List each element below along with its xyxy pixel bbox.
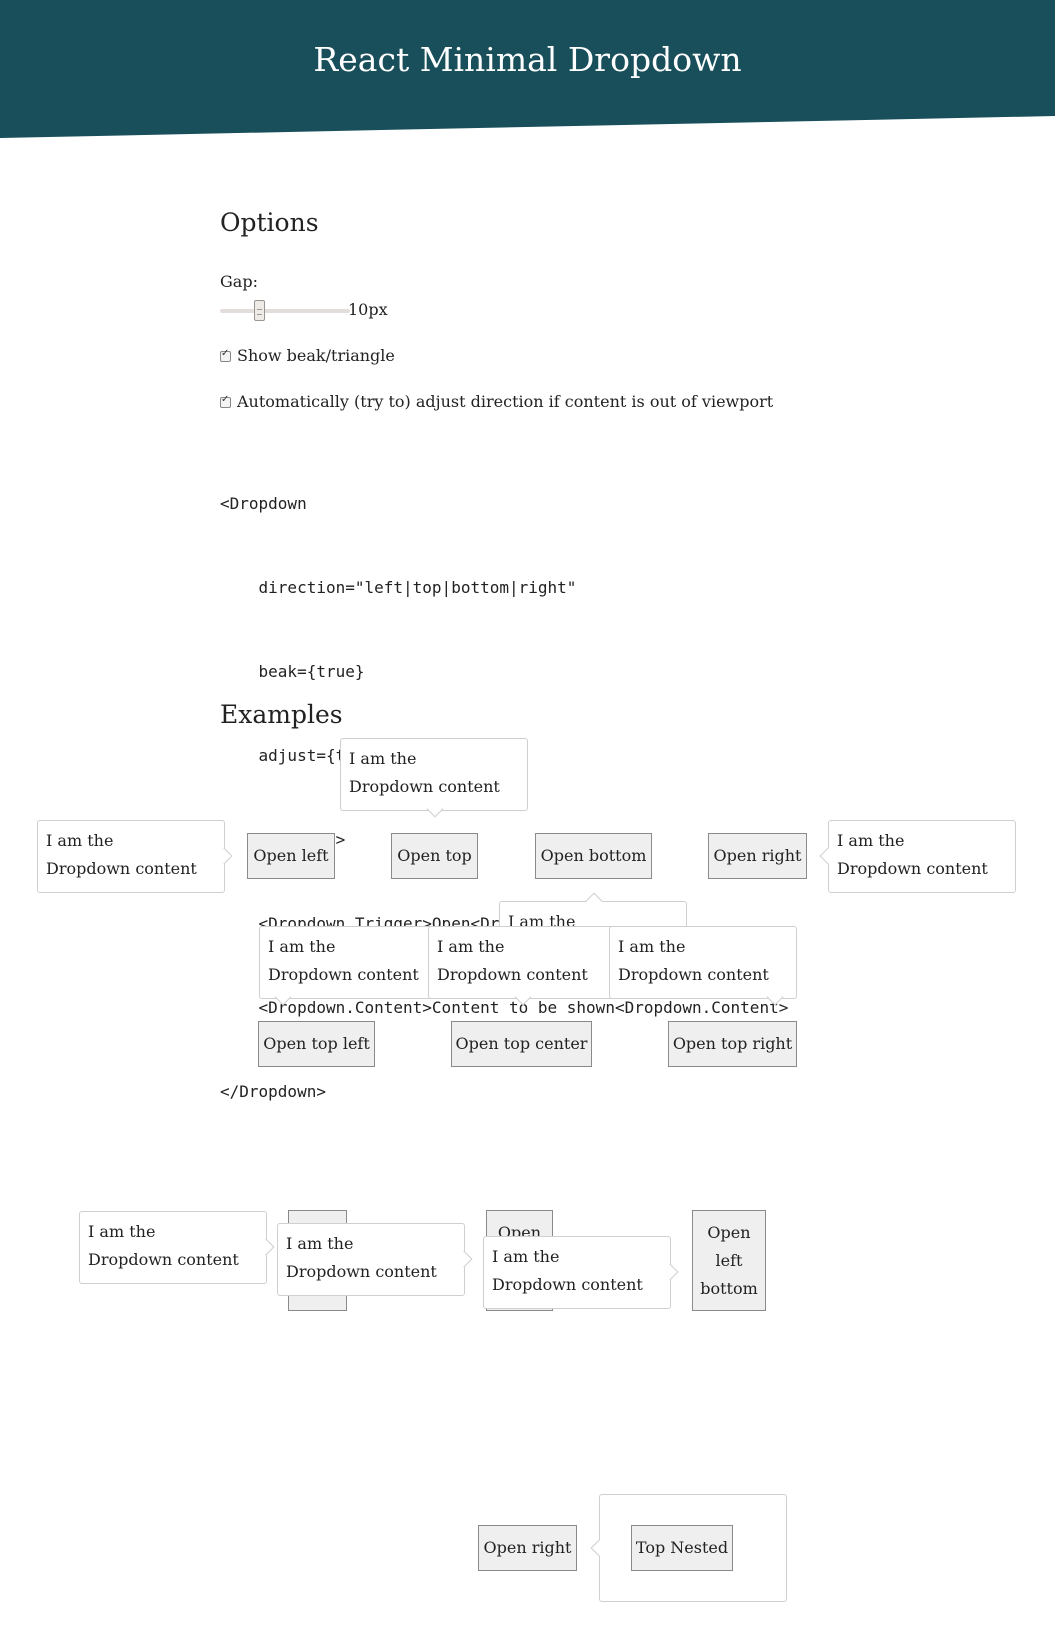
beak-checkbox[interactable] (220, 348, 231, 362)
button-label-line: left (715, 1250, 743, 1270)
open-right-button[interactable]: Open right (708, 833, 807, 879)
code-line: beak={true} (220, 662, 365, 681)
dropdown-content-top-right: I am the Dropdown content (609, 926, 797, 1006)
beak-icon (661, 1263, 679, 1281)
top-nested-button[interactable]: Top Nested (631, 1525, 733, 1571)
gap-label: Gap: (220, 272, 258, 291)
open-top-center-button[interactable]: Open top center (451, 1021, 592, 1067)
code-line: direction="left|top|bottom|right" (220, 578, 577, 597)
dropdown-content-row3-c: I am the Dropdown content (483, 1236, 679, 1309)
options-heading: Options (220, 208, 319, 237)
adjust-checkbox-label: Automatically (try to) adjust direction … (237, 392, 774, 411)
code-line: <Dropdown.Content>Content to be shown<Dr… (220, 998, 789, 1017)
dropdown-content-top: I am the Dropdown content (340, 738, 528, 818)
adjust-checkbox[interactable] (220, 394, 231, 408)
dropdown-content-row3-a: I am the Dropdown content (79, 1211, 275, 1284)
code-line: <Dropdown (220, 494, 307, 513)
beak-icon (455, 1250, 473, 1268)
beak-icon (590, 1539, 608, 1557)
dropdown-content-right: I am the Dropdown content (819, 820, 1016, 893)
open-top-right-button[interactable]: Open top right (668, 1021, 797, 1067)
open-bottom-button[interactable]: Open bottom (535, 833, 652, 879)
button-label-line: Open (707, 1222, 751, 1242)
open-left-button[interactable]: Open left (247, 833, 335, 879)
gap-slider-thumb[interactable] (253, 300, 265, 321)
page-header (0, 0, 1055, 138)
dropdown-content-top-center: I am the Dropdown content (428, 926, 616, 1006)
gap-value: 10px (348, 300, 388, 319)
dropdown-content-top-left: I am the Dropdown content (259, 926, 447, 1006)
open-top-button[interactable]: Open top (391, 833, 478, 879)
dropdown-content-row3-b: I am the Dropdown content (277, 1223, 473, 1296)
open-left-bottom-button[interactable]: Open left bottom (692, 1210, 766, 1311)
open-top-left-button[interactable]: Open top left (258, 1021, 375, 1067)
beak-icon (819, 847, 837, 865)
examples-heading: Examples (220, 700, 343, 729)
button-label-line: bottom (700, 1278, 758, 1298)
beak-icon (257, 1238, 275, 1256)
dropdown-content-left: I am the Dropdown content (37, 820, 233, 893)
beak-checkbox-label: Show beak/triangle (237, 346, 395, 365)
open-right-nested-button[interactable]: Open right (478, 1525, 577, 1571)
gap-slider-track[interactable] (220, 309, 350, 313)
page-title: React Minimal Dropdown (313, 40, 742, 79)
code-line: </Dropdown> (220, 1082, 326, 1101)
